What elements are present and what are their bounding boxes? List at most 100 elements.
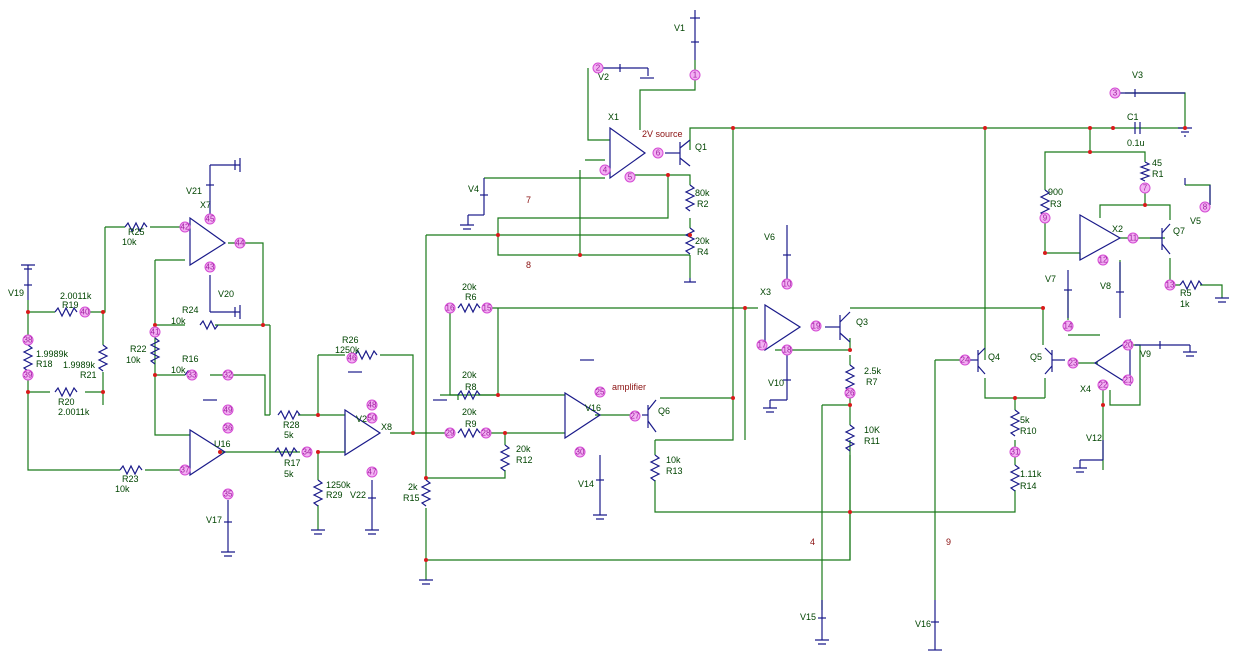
r6-value: 20k — [462, 282, 477, 292]
node-37: 37 — [179, 464, 191, 476]
r1-value: 45 — [1152, 158, 1162, 168]
r24-value: 10k — [171, 316, 186, 326]
svg-text:24: 24 — [961, 356, 970, 365]
node-33: 33 — [186, 369, 198, 381]
svg-text:37: 37 — [181, 466, 190, 475]
v10-label: V10 — [768, 378, 784, 388]
svg-text:48: 48 — [368, 401, 377, 410]
r29-label: R29 — [326, 490, 343, 500]
opamp-x3: X3 — [760, 287, 802, 352]
source-v10: V10 — [768, 355, 791, 408]
source-v22: V22 — [350, 480, 376, 530]
r23-value: 10k — [115, 484, 130, 494]
c1-value: 0.1u — [1127, 138, 1145, 148]
v12-label: V12 — [1086, 433, 1102, 443]
r20-value: 2.0011k — [58, 407, 90, 417]
v14-label: V14 — [578, 479, 594, 489]
junction-dots — [26, 126, 1187, 562]
r12-label: R12 — [516, 455, 533, 465]
node-6: 6 — [652, 147, 664, 159]
r12-value: 20k — [516, 444, 531, 454]
svg-text:16: 16 — [446, 304, 455, 313]
svg-text:22: 22 — [1099, 381, 1108, 390]
v17-label: V17 — [206, 515, 222, 525]
transistor-q4: Q4 — [968, 347, 1000, 375]
r2-label: R2 — [697, 199, 709, 209]
node-27: 27 — [629, 410, 641, 422]
r14-label: R14 — [1020, 481, 1037, 491]
node-39: 39 — [22, 369, 34, 381]
v7-label: V7 — [1045, 274, 1056, 284]
source-v17: V17 — [206, 500, 232, 552]
r15-label: R15 — [403, 493, 420, 503]
r25-value: 10k — [122, 237, 137, 247]
r21-label: R21 — [80, 370, 97, 380]
source-v1: V1 — [674, 17, 700, 60]
r8-value: 20k — [462, 370, 477, 380]
q4-label: Q4 — [988, 352, 1000, 362]
transistor-q1: Q1 — [665, 139, 707, 167]
annotations: 2V source amplifier 7 8 4 9 — [526, 129, 951, 547]
r7-value: 2.5k — [864, 366, 882, 376]
node-43: 43 — [204, 261, 216, 273]
svg-text:49: 49 — [224, 406, 233, 415]
transistor-q3: Q3 — [825, 311, 868, 343]
r3-label: R3 — [1050, 199, 1062, 209]
v9-label: V9 — [1140, 349, 1151, 359]
svg-text:32: 32 — [224, 371, 233, 380]
r8-label: R8 — [465, 382, 477, 392]
node-34: 34 — [301, 446, 313, 458]
source-v19: V19 — [8, 265, 32, 300]
svg-text:34: 34 — [303, 448, 312, 457]
node-8: 8 — [1199, 201, 1211, 213]
u16-label: V16 — [585, 403, 601, 413]
amplifier-note: amplifier — [612, 382, 646, 392]
r18-label: R18 — [36, 359, 53, 369]
node-47: 47 — [366, 466, 378, 478]
capacitor-c1: C10.1u — [1127, 112, 1145, 148]
node-44: 44 — [234, 237, 246, 249]
svg-text:15: 15 — [483, 304, 492, 313]
x3-label: X3 — [760, 287, 771, 297]
node-7: 7 — [1139, 182, 1151, 194]
r16-value: 10k — [171, 365, 186, 375]
wires — [27, 60, 1223, 610]
source-v3: V3 — [1120, 70, 1185, 97]
r28-value: 5k — [284, 430, 294, 440]
node-40: 40 — [79, 306, 91, 318]
v6-label: V6 — [764, 232, 775, 242]
node-markers: 1 2 3 4 5 6 7 8 9 10 11 12 13 14 15 16 1… — [22, 62, 1211, 500]
q6-label: Q6 — [658, 406, 670, 416]
svg-text:11: 11 — [1129, 234, 1138, 243]
node-21: 21 — [1122, 374, 1134, 386]
v21-label: V21 — [186, 186, 202, 196]
r11-value: 10K — [864, 425, 880, 435]
svg-text:13: 13 — [1166, 281, 1175, 290]
r23-label: R23 — [122, 474, 139, 484]
svg-text:28: 28 — [482, 429, 491, 438]
r22-label: R22 — [130, 344, 147, 354]
r29-value: 1250k — [326, 480, 351, 490]
node-42: 42 — [179, 221, 191, 233]
r13-label: R13 — [666, 466, 683, 476]
svg-text:23: 23 — [1069, 359, 1078, 368]
r7-label: R7 — [866, 377, 878, 387]
v22-label: V22 — [350, 490, 366, 500]
r19-value: 2.0011k — [60, 291, 92, 301]
node-36: 36 — [222, 422, 234, 434]
r18-value: 1.9989k — [36, 349, 69, 359]
node-48: 48 — [366, 399, 378, 411]
v16-label: V16 — [915, 619, 931, 629]
node-28: 28 — [480, 427, 492, 439]
